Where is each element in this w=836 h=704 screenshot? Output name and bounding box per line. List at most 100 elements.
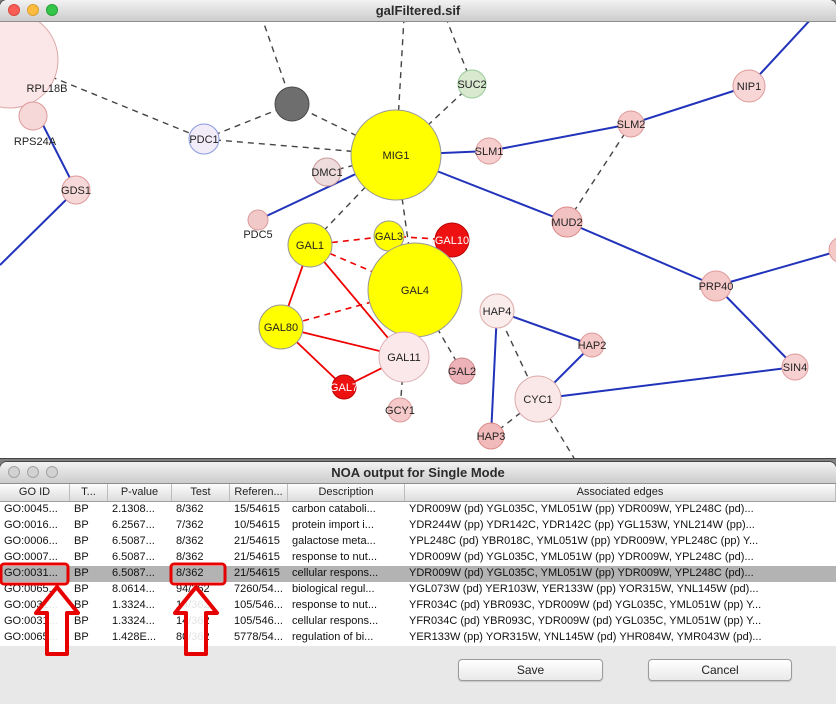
cell-go-id: GO:0007... (4, 551, 58, 563)
cancel-button[interactable]: Cancel (648, 659, 792, 681)
zoom-button[interactable] (46, 466, 58, 478)
graph-node-sin4[interactable] (781, 353, 809, 381)
node-label-gal10: GAL10 (435, 235, 469, 247)
graph-edge-dash[interactable] (291, 103, 397, 156)
cell-go-id: GO:0031... (4, 567, 58, 579)
graph-node-gds1[interactable] (61, 175, 91, 205)
graph-edge-blue[interactable] (490, 310, 498, 437)
cell-type: BP (74, 631, 89, 643)
graph-node-hap3[interactable] (477, 422, 505, 450)
minimize-button[interactable] (27, 466, 39, 478)
graph-node-dmc1[interactable] (312, 157, 342, 187)
cell-type: BP (74, 583, 89, 595)
graph-node-cyc1[interactable] (514, 375, 562, 423)
graph-edge-blue[interactable] (715, 250, 836, 287)
column-header-description[interactable]: Description (288, 484, 405, 501)
graph-node-slm2[interactable] (617, 110, 645, 138)
network-graph[interactable]: RPL18BRPS24AGDS1PDC1DMC1MIG1SUC2SLM1SLM2… (0, 22, 836, 458)
graph-node-gal10[interactable] (434, 222, 470, 258)
graph-node-gal2[interactable] (448, 357, 476, 385)
noa-window-title: NOA output for Single Mode (331, 465, 505, 480)
cell-reference: 15/54615 (234, 503, 280, 515)
save-button[interactable]: Save (458, 659, 603, 681)
node-label-gal3: GAL3 (375, 231, 403, 243)
graph-node-gal7[interactable] (331, 374, 357, 400)
network-window-title: galFiltered.sif (375, 3, 461, 18)
column-header-p-value[interactable]: P-value (108, 484, 172, 501)
graph-node-rpl18b[interactable] (0, 22, 59, 109)
network-window-titlebar[interactable]: galFiltered.sif (0, 0, 836, 22)
graph-node-unlabeled[interactable] (274, 86, 310, 122)
node-label-gal7: GAL7 (330, 382, 358, 394)
column-header-test[interactable]: Test (172, 484, 230, 501)
window-controls-inactive (8, 466, 58, 478)
graph-node-hap2[interactable] (579, 332, 605, 358)
graph-edge-blue[interactable] (0, 189, 77, 266)
close-button[interactable] (8, 4, 20, 16)
column-header-referen[interactable]: Referen... (230, 484, 288, 501)
zoom-button[interactable] (46, 4, 58, 16)
cell-edges: YPL248C (pd) YBR018C, YML051W (pp) YDR00… (409, 535, 759, 547)
cell-test: 7/362 (176, 519, 204, 531)
cell-p-value: 1.3324... (112, 615, 155, 627)
graph-node-gal11[interactable] (378, 331, 430, 383)
graph-node-slm1[interactable] (475, 137, 503, 165)
column-header-go-id[interactable]: GO ID (0, 484, 70, 501)
cell-edges: YFR034C (pd) YBR093C, YDR009W (pd) YGL03… (409, 615, 762, 627)
node-label-suc2: SUC2 (457, 79, 486, 91)
graph-node-hap4[interactable] (479, 293, 515, 329)
graph-node-pdc5[interactable] (247, 209, 269, 231)
column-header-t[interactable]: T... (70, 484, 108, 501)
node-label-slm1: SLM1 (475, 146, 504, 158)
graph-node-pdc1[interactable] (188, 123, 220, 155)
cell-test: 8/362 (176, 535, 204, 547)
graph-node-prp40[interactable] (700, 270, 732, 302)
cell-type: BP (74, 551, 89, 563)
node-label-slm2: SLM2 (617, 119, 646, 131)
graph-node-nip1[interactable] (732, 69, 766, 103)
graph-edge-blue[interactable] (715, 285, 796, 368)
column-header-associated-edges[interactable]: Associated edges (405, 484, 836, 501)
graph-edge-blue[interactable] (488, 123, 632, 152)
graph-node-mig1[interactable] (350, 109, 442, 201)
cell-type: BP (74, 519, 89, 531)
node-label-gal1: GAL1 (296, 240, 324, 252)
node-label-prp40: PRP40 (699, 281, 734, 293)
noa-window-titlebar[interactable]: NOA output for Single Mode (0, 462, 836, 484)
graph-node-mud2[interactable] (551, 206, 583, 238)
close-button[interactable] (8, 466, 20, 478)
graph-edge-blue[interactable] (630, 85, 750, 125)
node-label-nip1: NIP1 (737, 81, 761, 93)
cell-p-value: 2.1308... (112, 503, 155, 515)
node-label-sin4: SIN4 (783, 362, 807, 374)
cell-type: BP (74, 503, 89, 515)
graph-node-gal80[interactable] (258, 304, 304, 350)
graph-edge-blue[interactable] (566, 221, 717, 287)
cell-p-value: 6.2567... (112, 519, 155, 531)
graph-edge-reddash[interactable] (309, 244, 416, 291)
graph-edge-dash[interactable] (566, 123, 632, 223)
cell-go-id: GO:0065... (4, 583, 58, 595)
graph-node-rps24a[interactable] (18, 101, 48, 131)
minimize-button[interactable] (27, 4, 39, 16)
graph-node-suc2[interactable] (457, 69, 487, 99)
graph-node-gal1[interactable] (287, 222, 333, 268)
graph-node-unlabeled[interactable] (828, 237, 836, 263)
graph-node-gcy1[interactable] (387, 397, 413, 423)
graph-edge-blue[interactable] (537, 366, 796, 400)
cell-go-id: GO:0006... (4, 535, 58, 547)
cell-reference: 5778/54... (234, 631, 283, 643)
window-controls (8, 4, 58, 16)
